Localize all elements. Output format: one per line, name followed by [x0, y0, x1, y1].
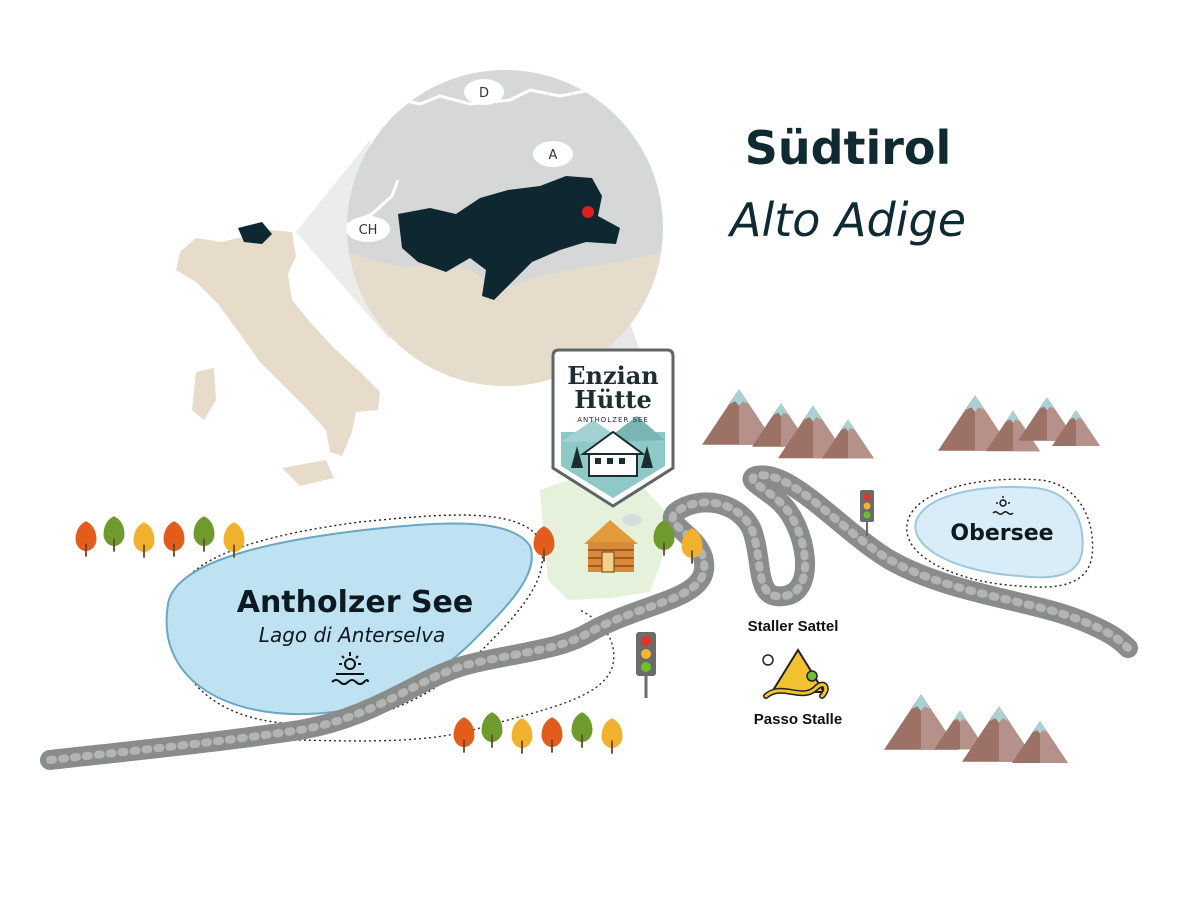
south-tyrol-small [238, 222, 272, 244]
lake-antholzer-name: Antholzer See [237, 585, 474, 620]
pass-name-italian: Passo Stalle [754, 711, 842, 728]
tree-icon [453, 717, 475, 753]
tree-icon [541, 717, 563, 753]
tree-icon [193, 516, 215, 552]
lake-obersee-name: Obersee [950, 521, 1053, 546]
hiking-trail [283, 609, 615, 742]
svg-text:Enzian: Enzian [567, 361, 659, 390]
region-title-italian: Alto Adige [727, 193, 966, 247]
tree-icon [75, 521, 97, 557]
sun-over-water-icon-small [992, 496, 1014, 515]
svg-text:A: A [549, 148, 558, 163]
lake-antholzer-dotted [172, 514, 544, 725]
sun-over-water-icon [331, 652, 369, 685]
svg-text:ANTHOLZER SEE: ANTHOLZER SEE [577, 416, 649, 424]
lake-obersee [914, 486, 1084, 579]
country-label-d: D [464, 79, 504, 105]
country-label-ch: CH [346, 216, 390, 242]
sicily-shape [282, 460, 334, 486]
svg-text:Hütte: Hütte [574, 385, 652, 414]
region-title-german: Südtirol [745, 121, 952, 175]
tree-icon [511, 718, 533, 754]
lake-antholzer-subtitle: Lago di Anterselva [259, 623, 445, 647]
tree-icon [601, 718, 623, 754]
mountain-pass-icon [762, 648, 829, 699]
lake-obersee-dotted [906, 478, 1094, 588]
road-texture [46, 471, 1132, 764]
country-label-a: A [533, 141, 573, 167]
enzian-huette-logo: Enzian Hütte ANTHOLZER SEE [551, 348, 675, 508]
tree-icon [103, 516, 125, 552]
svg-text:CH: CH [359, 223, 378, 238]
italy-shape [176, 230, 380, 456]
tree-icon [163, 521, 185, 557]
south-tyrol-region [398, 176, 620, 300]
hut-icon [584, 514, 642, 573]
tree-icon [571, 712, 593, 748]
svg-text:D: D [479, 86, 489, 101]
traffic-light-icon [636, 632, 656, 698]
sardinia-shape [192, 368, 216, 420]
tree-icon [481, 712, 503, 748]
tree-icon [133, 522, 155, 558]
traffic-light-icon [860, 490, 874, 536]
location-marker [582, 206, 594, 218]
pass-name-german: Staller Sattel [748, 618, 839, 635]
inset-map [347, 70, 663, 386]
